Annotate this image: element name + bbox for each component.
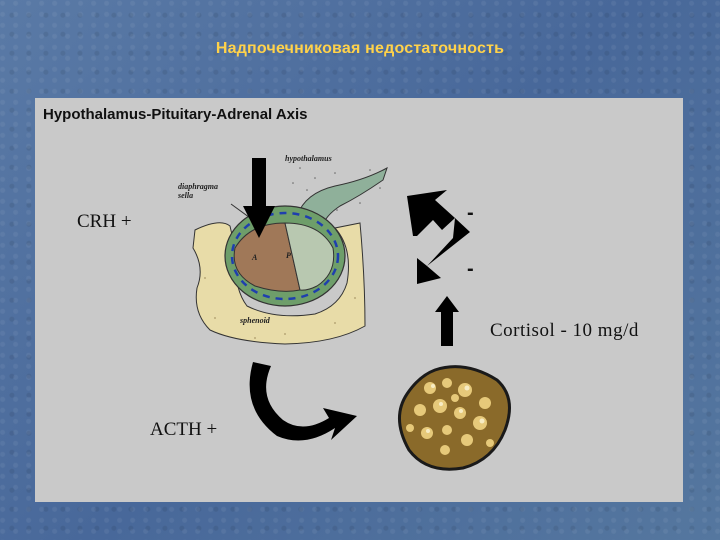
label-hypothalamus: hypothalamus: [285, 154, 332, 163]
feedback-minus-bottom: -: [467, 258, 474, 281]
hpa-diagram: [35, 98, 683, 502]
adrenal-gland: [399, 367, 509, 470]
cortisol-label: Cortisol - 10 mg/d: [490, 320, 639, 342]
acth-curved-arrow: [250, 362, 357, 441]
label-diaphragma-line2: sella: [178, 191, 218, 200]
crh-label: CRH +: [77, 211, 132, 233]
acth-label: ACTH +: [150, 419, 217, 441]
feedback-zigzag-arrow: [407, 190, 455, 236]
diagram-panel: Hypothalamus-Pituitary-Adrenal Axis: [35, 98, 683, 502]
cortisol-up-arrow: [435, 296, 459, 346]
label-anterior-lobe: A: [252, 253, 257, 262]
label-posterior-lobe: P: [286, 251, 291, 260]
label-diaphragma-line1: diaphragma: [178, 182, 218, 191]
label-diaphragma: diaphragma sella: [178, 182, 218, 200]
label-sphenoid: sphenoid: [240, 316, 270, 325]
feedback-minus-top: -: [467, 202, 474, 225]
slide-title: Надпочечниковая недостаточность: [0, 40, 720, 58]
